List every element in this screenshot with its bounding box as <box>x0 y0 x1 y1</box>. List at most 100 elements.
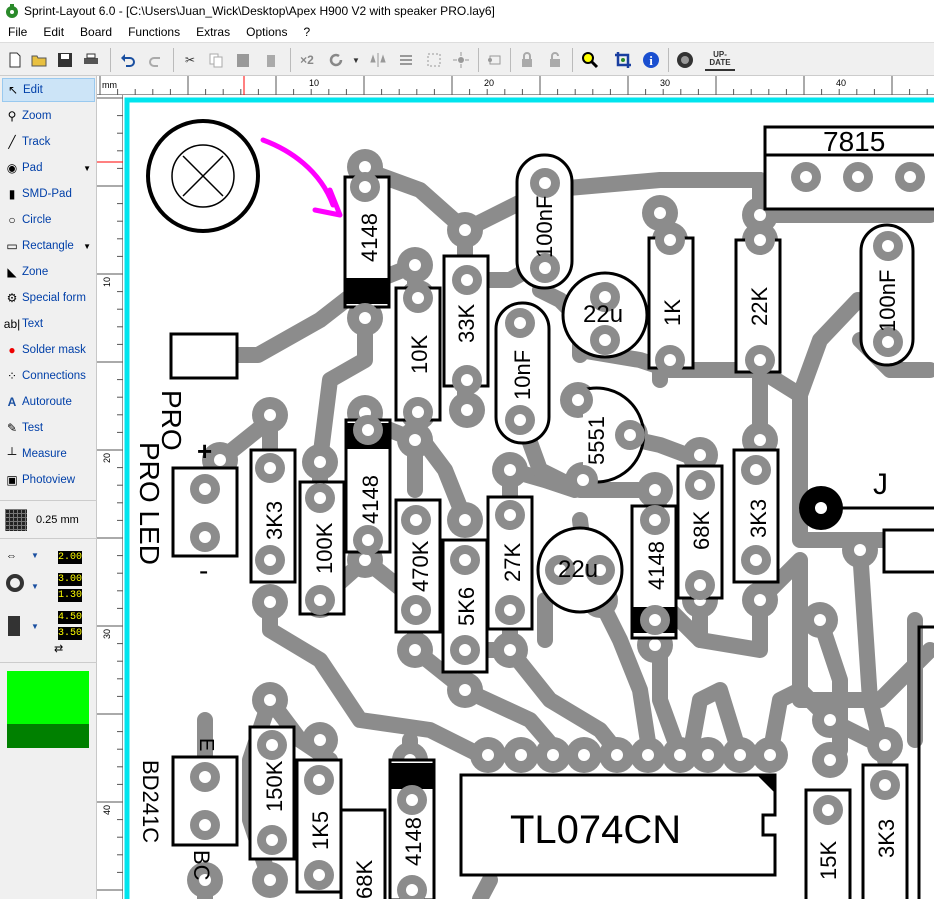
paste-icon[interactable] <box>232 49 254 71</box>
layer-top-swatch[interactable] <box>7 671 89 724</box>
tool-label: Autoroute <box>22 396 72 408</box>
solder-mask-icon: ● <box>8 343 16 357</box>
explode-icon[interactable] <box>450 49 472 71</box>
track-width-dropdown-icon[interactable]: ▼ <box>31 551 39 560</box>
label-r-68k-bottom: 68K <box>352 860 377 899</box>
menu-board[interactable]: Board <box>80 25 113 39</box>
info-icon[interactable]: i <box>640 49 662 71</box>
open-folder-icon[interactable] <box>28 49 50 71</box>
tool-test[interactable]: ✎Test <box>2 416 95 440</box>
label-r-22k: 22K <box>747 287 772 326</box>
ruler-left-20: 20 <box>102 453 112 463</box>
print-icon[interactable] <box>80 49 102 71</box>
ruler-top-20: 20 <box>484 78 494 88</box>
label-r-68k: 68K <box>689 511 714 550</box>
tool-label: Zone <box>22 266 49 278</box>
tool-smd-pad[interactable]: ▮SMD-Pad <box>2 182 95 206</box>
label-r-470k: 470K <box>408 540 433 592</box>
board-outline <box>124 97 934 899</box>
component-icon[interactable] <box>484 49 506 71</box>
tool-label: Rectangle <box>22 240 74 252</box>
label-r-1k5: 1K5 <box>308 811 333 850</box>
tool-special-form[interactable]: ⚙Special form <box>2 286 95 310</box>
group-icon[interactable] <box>423 49 445 71</box>
unlock-icon[interactable] <box>544 49 566 71</box>
pad-outer-value[interactable]: 3.00 <box>58 573 83 586</box>
delete-icon[interactable] <box>260 49 282 71</box>
rotate-dropdown-icon[interactable]: ▼ <box>352 55 360 65</box>
menu-file[interactable]: File <box>8 25 28 39</box>
smd-height-value[interactable]: 3.50 <box>58 627 83 640</box>
label-r-10k: 10K <box>407 335 432 374</box>
mirror-icon[interactable] <box>367 49 389 71</box>
pad-size-icon <box>6 574 24 592</box>
mounting-hole <box>146 119 260 233</box>
pad-icon: ◉ <box>6 161 18 175</box>
tool-zone[interactable]: ◣Zone <box>2 260 95 284</box>
update-button[interactable]: UP- DATE <box>705 49 735 71</box>
menu-functions[interactable]: Functions <box>128 25 181 39</box>
copy-icon[interactable] <box>205 49 227 71</box>
tool-label: Zoom <box>22 110 52 122</box>
special-form-icon: ⚙ <box>6 291 18 305</box>
tool-sidebar: ↖Edit⚲Zoom╱Track◉Pad▼▮SMD-Pad○Circle ▭ Rec… <box>0 76 97 899</box>
menu-options[interactable]: Options <box>246 25 288 39</box>
track-width-value[interactable]: 2.00 <box>58 551 83 564</box>
text-icon: ab| <box>3 317 21 331</box>
lock-icon[interactable] <box>516 49 538 71</box>
ruler-left-30: 30 <box>102 629 112 639</box>
grid-size-label[interactable]: 0.25 mm <box>36 514 79 526</box>
pad-inner-value[interactable]: 1.30 <box>58 589 83 602</box>
label-d2: 4148 <box>358 475 383 524</box>
menu-extras[interactable]: Extras <box>196 25 231 39</box>
tool-measure[interactable]: ┴Measure <box>2 442 95 466</box>
duplicate-x2-icon[interactable]: ×2 <box>300 53 314 67</box>
app-icon <box>6 4 18 18</box>
tool-circle[interactable]: ○Circle <box>2 208 95 232</box>
tool-zoom[interactable]: ⚲Zoom <box>2 104 95 128</box>
menu-help[interactable]: ? <box>303 25 311 39</box>
grid-icon[interactable] <box>5 509 27 531</box>
crop-icon[interactable] <box>612 49 634 71</box>
cut-icon[interactable]: ✂ <box>184 53 196 67</box>
photoview-icon: ▣ <box>6 473 18 487</box>
label-c1: 100nF <box>532 196 557 258</box>
menu-edit[interactable]: Edit <box>43 25 65 39</box>
swap-icon[interactable]: ⇄ <box>54 643 64 655</box>
label-plus: + <box>197 436 212 466</box>
smd-width-value[interactable]: 4.50 <box>58 611 83 624</box>
align-icon[interactable] <box>395 49 417 71</box>
dropdown-icon[interactable]: ▼ <box>83 241 91 251</box>
label-c-100nf-right: 100nF <box>875 270 900 332</box>
save-icon[interactable] <box>54 49 76 71</box>
pcb-canvas[interactable]: 4148 100nF 7815 22u 1K 22K 100nF 33K 10K… <box>123 95 934 899</box>
tool-edit[interactable]: ↖Edit <box>2 78 95 102</box>
label-r-5k6: 5K6 <box>454 587 479 626</box>
label-r-27k: 27K <box>500 543 525 582</box>
layer-bottom-swatch[interactable] <box>7 724 89 748</box>
tool-pad[interactable]: ◉Pad▼ <box>2 156 95 180</box>
rectangle-icon: ▭ <box>6 239 18 253</box>
tool-track[interactable]: ╱Track <box>2 130 95 154</box>
redo-icon[interactable] <box>145 49 167 71</box>
zoom-icon[interactable] <box>579 49 601 71</box>
rotate-icon[interactable] <box>325 49 347 71</box>
new-file-icon[interactable] <box>4 49 26 71</box>
pad-size-dropdown-icon[interactable]: ▼ <box>31 582 39 591</box>
tool-solder-mask[interactable]: ●Solder mask <box>2 338 95 362</box>
tool-connections[interactable]: ⁘Connections <box>2 364 95 388</box>
tool-rectangle[interactable]: ▭ Rectangle ▼ <box>2 234 95 258</box>
smd-size-dropdown-icon[interactable]: ▼ <box>31 622 39 631</box>
settings-gear-icon[interactable] <box>674 49 696 71</box>
tool-photoview[interactable]: ▣Photoview <box>2 468 95 492</box>
tool-text[interactable]: ab|Text <box>2 312 95 336</box>
label-d3: 4148 <box>644 541 669 590</box>
label-r-33k: 33K <box>454 304 479 343</box>
tool-label: Text <box>22 318 44 330</box>
dropdown-icon[interactable]: ▼ <box>83 163 91 173</box>
tool-label: Edit <box>23 84 43 96</box>
undo-icon[interactable] <box>117 49 139 71</box>
tool-label: Connections <box>22 370 86 382</box>
label-bd241c: BD241C <box>138 760 163 843</box>
